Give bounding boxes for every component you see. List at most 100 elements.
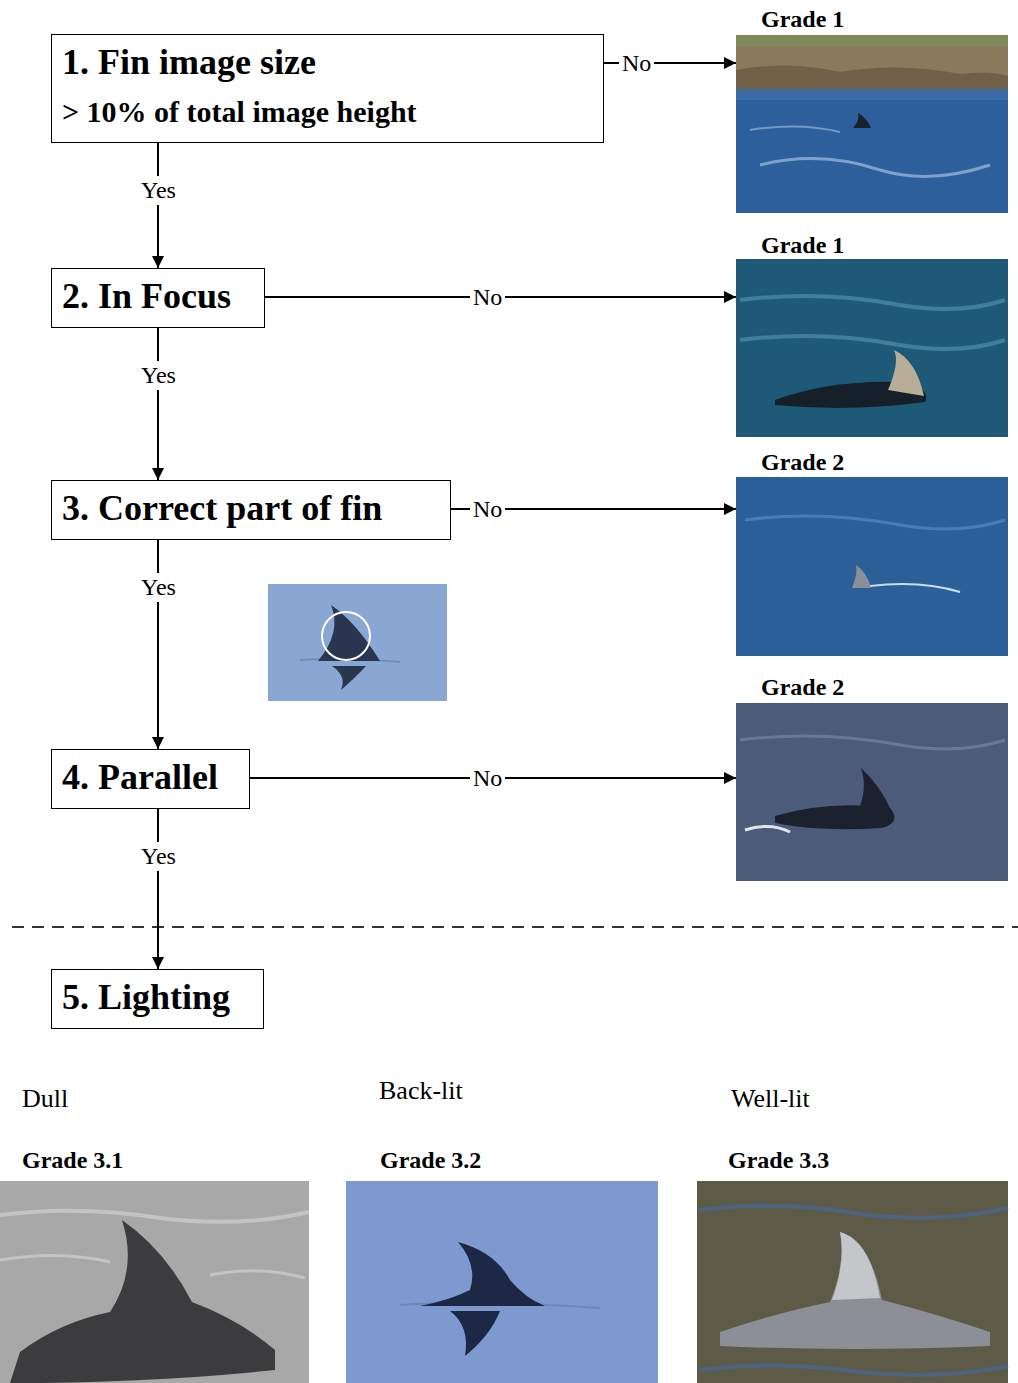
lighting-label: Back-lit [379,1075,463,1106]
sea [268,584,447,701]
wave [750,126,840,132]
wave [740,296,1005,309]
highlight-circle [322,612,370,660]
splash [745,826,790,832]
sea [736,259,1008,437]
arrowhead [724,772,736,784]
flow-arrow [152,809,164,969]
dolphin [10,1220,275,1383]
step-title: 1. Fin image size [62,41,316,84]
grade-label: Grade 1 [761,231,844,260]
wave [760,159,990,177]
process-box: 2. In Focus [51,268,265,328]
step-title: 2. In Focus [62,275,231,318]
arrowhead [724,503,736,515]
photo-panel: Grade 1 [736,3,1008,213]
reflection [332,666,366,690]
wave [0,1255,110,1262]
far-sea [736,89,1008,100]
connector-line [157,143,159,268]
edge-label: Yes [138,176,179,205]
photo-back-lit [346,1181,658,1383]
fin [852,565,871,588]
fin [318,605,380,661]
edge-label: Yes [138,842,179,871]
grade-label: Grade 3.2 [380,1146,481,1175]
wake [870,584,960,592]
grade-label: Grade 1 [761,5,844,34]
fin [853,113,871,128]
step-condition: > 10% of total image height [62,94,417,130]
photo-dull [0,1181,309,1383]
photo-panel: Grade 2 [736,673,1008,881]
edge-label: No [619,49,654,78]
cliff-shadow [736,65,1008,89]
fin [420,1242,545,1306]
arrowhead [152,468,164,480]
arrowhead [152,737,164,749]
sea [736,477,1008,656]
photo-wrong-part [736,477,1008,656]
connector-line [157,328,159,480]
flow-arrow [152,143,164,268]
photo-out-of-focus [736,259,1008,437]
sea [736,35,1008,213]
step-title: 4. Parallel [62,756,218,799]
edge-label: Yes [138,361,179,390]
edge-label: No [470,283,505,312]
photo-example-fin [268,584,447,701]
photo-well-lit [697,1181,1008,1383]
flow-arrow [152,540,164,749]
photo-panel: Grade 2 [736,447,1008,656]
fin [832,1232,880,1300]
process-box: 4. Parallel [51,749,250,809]
dolphin [720,1232,990,1349]
grade-label: Grade 3.1 [22,1146,123,1175]
edge-label: No [470,495,505,524]
wave [740,736,1005,749]
grade-label: Grade 2 [761,673,844,702]
wave [210,1271,305,1278]
edge-label: No [470,764,505,793]
wave [0,1211,309,1222]
process-box: 1. Fin image size > 10% of total image he… [51,34,604,143]
photo-panel: Grade 1 [736,229,1008,437]
photo-panel: Back-litGrade 3.2 [346,1075,658,1383]
arrowhead [724,57,736,69]
divider-dashed [12,926,1018,928]
process-box: 3. Correct part of fin [51,480,451,540]
wave [740,336,1005,349]
sea [697,1181,1008,1383]
photo-distant-fin [736,35,1008,213]
photo-panel: DullGrade 3.1 [0,1075,309,1383]
fin [888,350,924,396]
flow-arrow [152,328,164,480]
arrowhead [152,957,164,969]
connector-line [157,540,159,749]
ripple [700,1365,1008,1374]
step-title: 5. Lighting [62,976,230,1019]
wave [745,516,1005,529]
photo-panel: Well-litGrade 3.3 [697,1075,1008,1383]
arrowhead [724,291,736,303]
grade-label: Grade 2 [761,448,844,477]
sea [0,1181,309,1383]
step-title: 3. Correct part of fin [62,487,382,530]
process-box: 5. Lighting [51,969,264,1029]
grass [736,35,1008,47]
photo-not-parallel [736,703,1008,881]
sea [346,1181,658,1383]
lighting-label: Well-lit [731,1083,810,1114]
connector-line [157,809,159,969]
lighting-label: Dull [22,1083,68,1114]
arrowhead [152,256,164,268]
cliff [736,35,1008,89]
ripple [700,1206,1008,1218]
fin [858,768,892,812]
edge-label: Yes [138,573,179,602]
sea [736,703,1008,881]
reflection [450,1311,500,1356]
grade-label: Grade 3.3 [728,1146,829,1175]
